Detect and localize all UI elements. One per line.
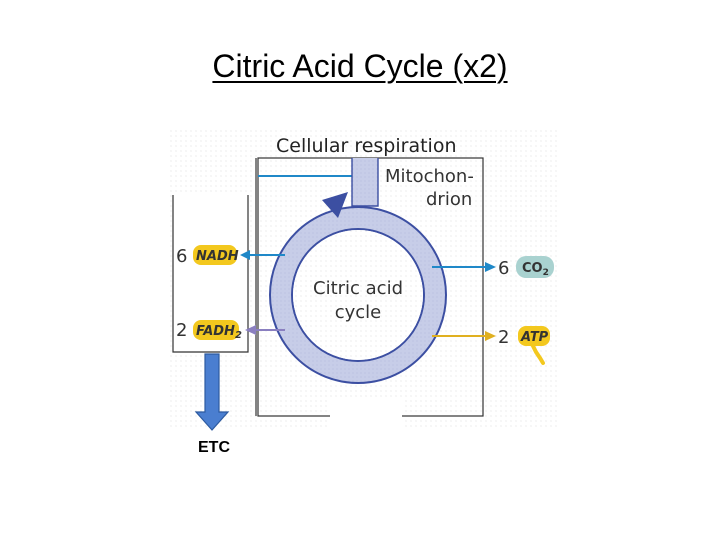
fadh2-label-text: FADH bbox=[196, 324, 235, 339]
co2-arrowhead bbox=[485, 262, 496, 272]
co2-badge bbox=[516, 256, 554, 278]
atp-arrowhead bbox=[485, 331, 496, 341]
citric-acid-cycle-ring-fill bbox=[271, 208, 445, 382]
co2-label-subscript: 2 bbox=[543, 268, 549, 278]
atp-phosphate-tail bbox=[530, 342, 545, 365]
figure-header: Cellular respiration bbox=[276, 135, 457, 157]
nadh-label: NADH bbox=[196, 249, 239, 264]
cycle-entry-channel bbox=[351, 158, 379, 207]
co2-label: CO2 bbox=[522, 261, 549, 278]
mitochondrion-label-line2: drion bbox=[426, 189, 472, 210]
fadh2-label-subscript: 2 bbox=[235, 330, 242, 341]
atp-label: ATP bbox=[520, 330, 549, 345]
atp-badge bbox=[518, 326, 550, 346]
atp-count: 2 bbox=[498, 327, 509, 348]
etc-down-arrow bbox=[194, 353, 230, 431]
cycle-inner bbox=[293, 230, 423, 360]
fadh2-count: 2 bbox=[176, 320, 187, 341]
fadh2-arrowhead bbox=[245, 325, 256, 335]
co2-count: 6 bbox=[498, 258, 509, 279]
etc-label: ETC bbox=[198, 439, 230, 456]
nadh-count: 6 bbox=[176, 246, 187, 267]
nadh-arrowhead bbox=[240, 250, 250, 260]
cytoplasm-box bbox=[172, 195, 249, 353]
cycle-label-line1: Citric acid bbox=[313, 278, 403, 299]
co2-label-text: CO bbox=[522, 261, 543, 276]
fadh2-badge bbox=[193, 320, 239, 340]
slide-title-text: Citric Acid Cycle (x2) bbox=[212, 48, 508, 84]
nadh-badge bbox=[193, 245, 237, 265]
mitochondrion-bottom-gap bbox=[330, 398, 402, 430]
cycle-arrowhead bbox=[322, 192, 348, 218]
fadh2-label: FADH2 bbox=[196, 324, 242, 341]
slide-title: Citric Acid Cycle (x2) bbox=[0, 48, 720, 85]
mitochondrion-label-line1: Mitochon- bbox=[385, 166, 474, 187]
cycle-label-line2: cycle bbox=[335, 302, 382, 323]
